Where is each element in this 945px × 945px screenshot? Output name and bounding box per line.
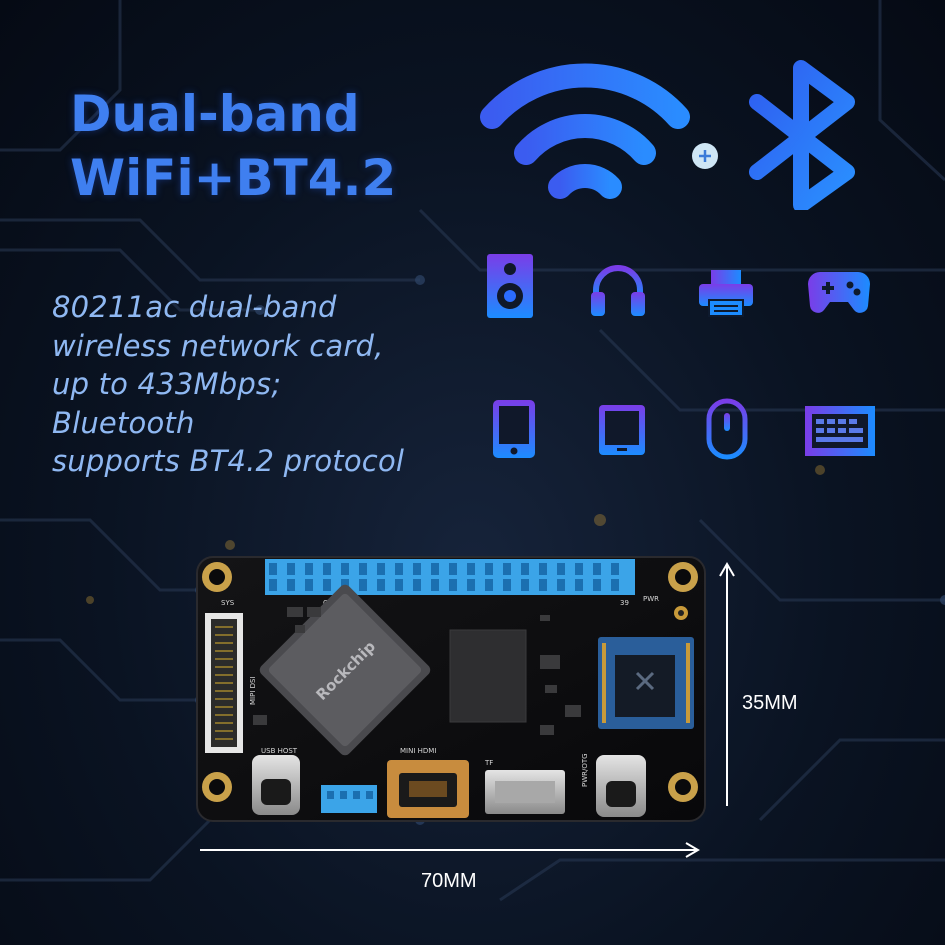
description-line: wireless network card, [52, 328, 384, 363]
printer-icon [699, 270, 753, 317]
silk-label: SYS [221, 599, 235, 607]
feature-description: 80211ac dual-band wireless network card,… [52, 288, 404, 481]
silk-label: MIPI DSI [249, 676, 257, 705]
silk-label: PWR [643, 595, 659, 603]
sbc-board: SYS GPIO PWR 39 USB HOST MINI HDMI TF PW… [196, 556, 706, 822]
description-line: Bluetooth [52, 405, 195, 440]
silk-label: TF [484, 759, 493, 767]
headphones-icon [591, 265, 645, 316]
gamepad-icon [808, 272, 870, 313]
width-dimension-label: 70MM [421, 870, 477, 892]
description-line: up to 433Mbps; [52, 367, 282, 401]
height-dimension-label: 35MM [742, 692, 798, 714]
description-line: 80211ac dual-band [52, 290, 337, 324]
mouse-icon [706, 398, 748, 460]
bluetooth-icon [749, 60, 855, 210]
headline-line-2: WiFi+BT4.2 [70, 149, 397, 207]
silk-label: MINI HDMI [400, 747, 436, 755]
phone-icon [493, 400, 535, 458]
silk-label: 39 [620, 599, 629, 607]
width-dimension-arrow [200, 842, 700, 858]
silk-label: PWR/OTG [581, 753, 589, 787]
keyboard-icon [805, 406, 875, 456]
description-line: supports BT4.2 protocol [52, 444, 405, 478]
height-dimension-arrow [719, 562, 735, 806]
speaker-icon [487, 254, 533, 318]
headline: Dual-band WiFi+BT4.2 [70, 82, 396, 210]
silk-label: USB HOST [261, 747, 298, 755]
tablet-icon [599, 405, 645, 455]
headline-line-1: Dual-band [70, 85, 360, 143]
wifi-icon [480, 63, 690, 199]
plus-icon [692, 143, 718, 169]
